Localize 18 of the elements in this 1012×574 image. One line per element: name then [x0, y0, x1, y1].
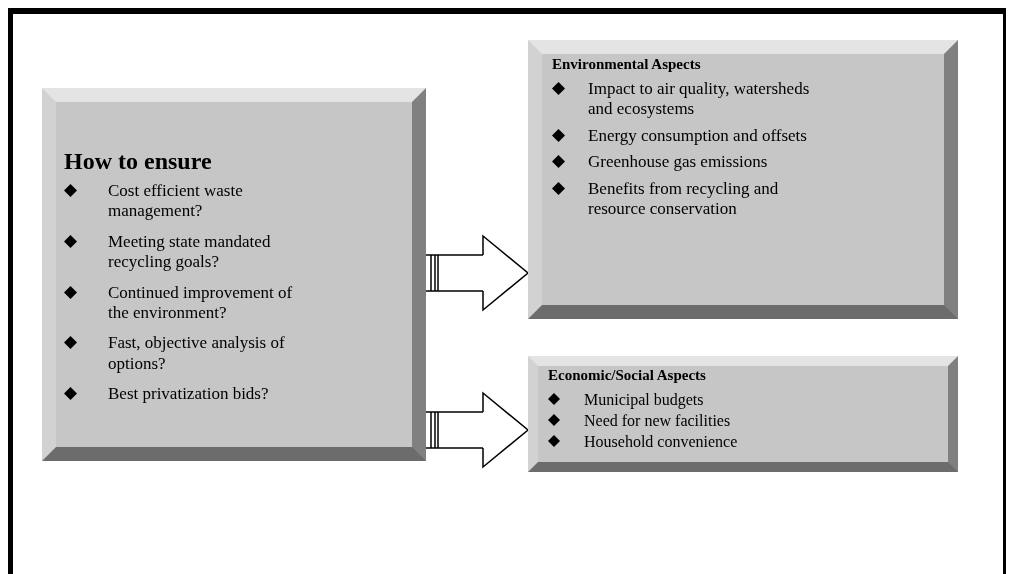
bullet-text: Impact to air quality, watersheds and ecosystems: [588, 79, 811, 120]
bullet-text: Meeting state mandated recycling goals?: [108, 231, 272, 273]
box-heading: How to ensure: [64, 148, 213, 175]
box-heading: Environmental Aspects: [552, 56, 702, 73]
bullet-text: Fast, objective analysis of options?: [108, 333, 286, 375]
bullet-text: Cost efficient waste management?: [108, 181, 244, 222]
bullet-text: Municipal budgets: [584, 390, 705, 410]
beveled-box: [528, 356, 958, 472]
bullet-text: Household convenience: [584, 432, 739, 452]
beveled-box: [528, 40, 958, 319]
bullet-text: Continued improvement of the environment?: [108, 282, 294, 324]
bullet-text: Best privatization bids?: [108, 384, 270, 405]
bullet-text: Energy consumption and offsets: [588, 125, 808, 147]
bullet-text: Need for new facilities: [584, 411, 732, 431]
box-heading: Economic/Social Aspects: [548, 367, 707, 384]
bullet-text: Greenhouse gas emissions: [588, 152, 769, 173]
beveled-box: [42, 88, 426, 461]
bullet-text: Benefits from recycling and resource conservation: [588, 178, 780, 220]
